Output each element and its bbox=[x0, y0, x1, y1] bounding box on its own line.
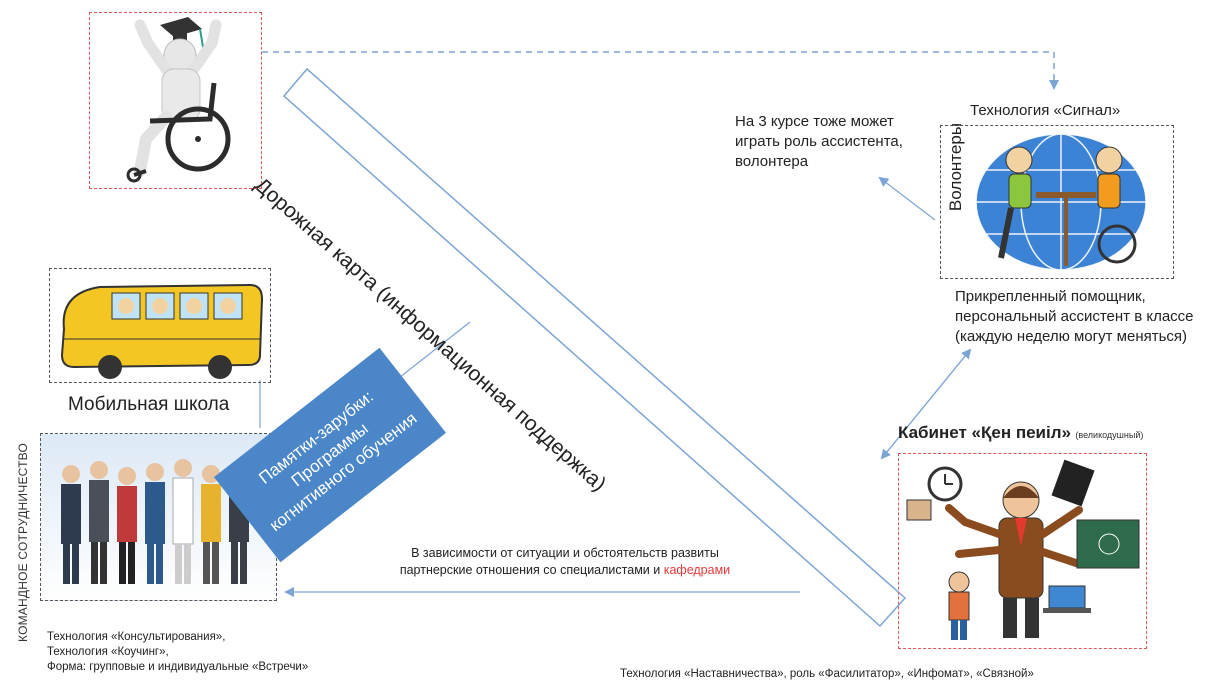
signal-image bbox=[940, 125, 1174, 279]
wheelchair-graduate-image bbox=[89, 12, 262, 189]
bottom-technologies: Технология «Наставничества», роль «Фасил… bbox=[620, 668, 1034, 680]
road-map-band bbox=[282, 67, 907, 628]
multitasking-teacher-icon bbox=[906, 459, 1140, 640]
volunteers-label: Волонтеры bbox=[946, 122, 965, 212]
signal-title: Технология «Сигнал» bbox=[970, 102, 1121, 119]
partnership-text: В зависимости от ситуации и обстоятельст… bbox=[399, 546, 731, 577]
wheelchair-icon bbox=[126, 17, 231, 183]
bus-image bbox=[49, 268, 271, 383]
highlight-kafedry: кафедрами bbox=[663, 563, 731, 577]
arrow-to-note bbox=[878, 176, 936, 221]
signal-note: На 3 курсе тоже может играть роль ассист… bbox=[735, 113, 903, 170]
left-technologies: Технология «Консультирования», Технологи… bbox=[47, 631, 309, 673]
team-label: КОМАНДНОЕ СОТРУДНИЧЕСТВО bbox=[16, 443, 30, 642]
team-people-icon bbox=[61, 459, 249, 584]
assistant-text: Прикрепленный помощник, персональный асс… bbox=[955, 288, 1194, 345]
cabinet-image bbox=[898, 453, 1147, 649]
mobile-school-label: Мобильная школа bbox=[68, 394, 230, 415]
globe-volunteers-icon bbox=[975, 133, 1147, 271]
cabinet-title: Кабинет «Қен пеиіл» (великодушный) bbox=[898, 423, 1144, 442]
school-bus-icon bbox=[60, 283, 264, 379]
top-dashed-arrow bbox=[262, 51, 1059, 90]
